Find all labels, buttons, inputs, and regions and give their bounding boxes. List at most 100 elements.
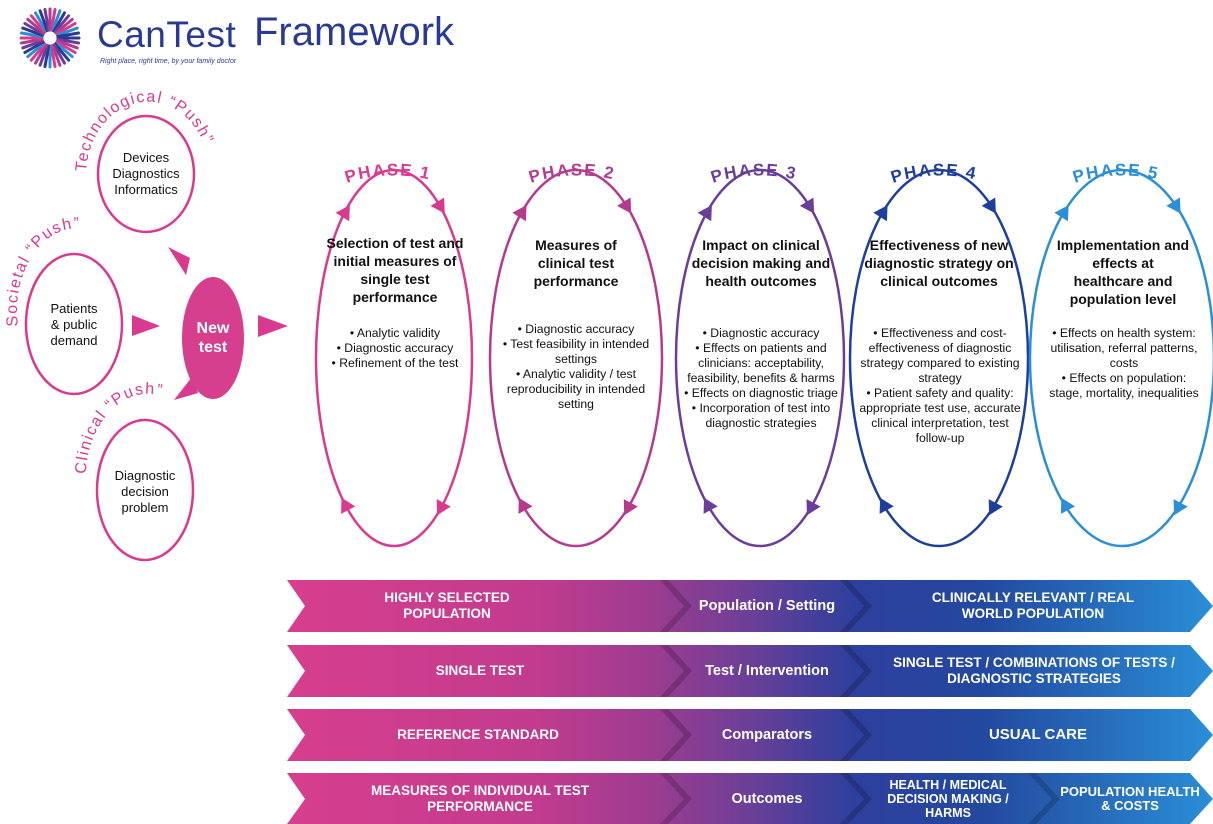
band-comparators: [287, 709, 1213, 761]
cycle-arrowhead-icon: [873, 205, 888, 222]
logo-ray: [26, 17, 46, 35]
phase-item: Incorporation of test into diagnostic st…: [682, 401, 840, 431]
phase-3-list: Diagnostic accuracy Effects on patients …: [682, 326, 840, 431]
phase-1-cycle: [314, 168, 474, 548]
logo-ray: [53, 14, 71, 34]
cycle-arrowhead-icon: [703, 497, 718, 514]
logo-ray: [26, 41, 46, 59]
phase-5-cycle: [1028, 168, 1213, 548]
phase-item: Diagnostic accuracy: [682, 326, 840, 341]
phase-item: Effects on diagnostic triage: [682, 386, 840, 401]
band-test: [287, 645, 1213, 697]
logo-ray: [21, 39, 44, 50]
logo-ray: [38, 44, 49, 67]
logo-ray: [56, 26, 79, 37]
band-outcomes-left: MEASURES OF INDIVIDUAL TEST PERFORMANCE: [370, 783, 590, 814]
logo-ray: [53, 42, 71, 62]
phase-item: Diagnostic accuracy: [318, 341, 472, 356]
phase-item: Test feasibility in intended settings: [500, 337, 652, 367]
logo-ray: [54, 17, 74, 35]
cycle-arrowhead-icon: [697, 205, 712, 222]
cycle-arrowhead-icon: [341, 497, 356, 514]
logo-ray: [55, 40, 77, 54]
push-item: Informatics: [114, 182, 178, 197]
phase-4-cycle: [848, 168, 1030, 548]
phase-5-label: PHASE 5: [1070, 160, 1160, 186]
logo-ray: [34, 11, 48, 33]
new-test-node: New test: [182, 277, 244, 399]
cycle-arrowhead-icon: [1173, 499, 1188, 516]
push-item: problem: [121, 500, 169, 515]
cycle-arrowhead-icon: [1060, 497, 1075, 514]
cycle-arrowhead-icon: [616, 197, 632, 214]
band-test-left: SINGLE TEST: [435, 663, 525, 678]
cycle-arrowhead-icon: [335, 205, 350, 222]
phase-item: Effectiveness and cost-effectiveness of …: [856, 326, 1024, 386]
logo-ray: [49, 44, 57, 69]
band-test-middle: Test / Intervention: [705, 663, 829, 679]
societal-push-circle: [24, 252, 124, 396]
phase-item: Refinement of the test: [318, 356, 472, 371]
technological-push-circle: [96, 114, 196, 234]
cycle-arrowhead-icon: [430, 197, 445, 214]
logo-ray: [56, 31, 81, 39]
cycle-arrowhead-icon: [1054, 205, 1069, 222]
phase-item: Effects on patients and clinicians: acce…: [682, 341, 840, 386]
band-population-left: HIGHLY SELECTED POPULATION: [384, 590, 510, 621]
cycle-arrowhead-icon: [988, 499, 1003, 516]
phase-item: Analytic validity / test reproducibility…: [500, 367, 652, 412]
logo-ray: [21, 26, 44, 37]
logo-ray: [56, 37, 81, 45]
band-outcomes-middle: Outcomes: [731, 791, 803, 807]
cycle-arrowhead-icon: [799, 197, 815, 214]
logo-ray: [23, 40, 45, 54]
phase-5-list: Effects on health system: utilisation, r…: [1044, 326, 1204, 401]
arrow-new-test-to-phases-icon: [258, 315, 288, 337]
phase-4-label: PHASE 4: [888, 160, 978, 186]
cycle-arrowhead-icon: [879, 497, 894, 514]
push-item: demand: [50, 333, 98, 348]
phase-item: Analytic validity: [318, 326, 472, 341]
push-item: Diagnostics: [112, 166, 180, 181]
new-test-label: New test: [196, 320, 230, 356]
clinical-push-items: Diagnostic decision problem: [97, 468, 193, 516]
clinical-push-circle: [95, 418, 195, 562]
band-outcomes: [287, 773, 1213, 824]
arrow-societal-to-new-test-icon: [132, 315, 160, 336]
logo-ray: [23, 22, 45, 36]
push-item: decision: [121, 484, 169, 499]
band-outcomes-right-b: POPULATION HEALTH & COSTS: [1060, 784, 1200, 813]
arrow-tech-to-new-test-icon: [168, 247, 190, 275]
logo-ray: [43, 44, 51, 69]
logo-ray: [34, 43, 48, 65]
phase-4-heading: Effectiveness of new diagnostic strategy…: [864, 237, 1014, 289]
push-item: Patients: [50, 301, 98, 316]
cycle-arrowhead-icon: [1166, 197, 1181, 214]
push-item: Devices: [122, 150, 170, 165]
push-item: & public: [50, 317, 98, 332]
cycle-arrowhead-icon: [518, 497, 533, 514]
phase-item: Patient safety and quality: appropriate …: [856, 386, 1024, 446]
cantest-logo-tagline: Right place, right time, by your family …: [100, 58, 237, 65]
band-outcomes-right-a: HEALTH / MEDICAL DECISION MAKING / HARMS: [887, 778, 1009, 820]
phase-item: Effects on population: stage, mortality,…: [1044, 371, 1204, 401]
logo-ray: [51, 44, 62, 67]
band-comparators-right: USUAL CARE: [988, 726, 1088, 743]
phase-item: Diagnostic accuracy: [500, 322, 652, 337]
societal-push-items: Patients & public demand: [26, 301, 122, 349]
logo-ray: [49, 7, 57, 32]
push-item: Diagnostic: [114, 468, 176, 483]
logo-ray: [29, 42, 47, 62]
logo-ray: [54, 41, 74, 59]
phase-2-heading: Measures of clinical test performance: [533, 237, 619, 289]
phase-1-heading: Selection of test and initial measures o…: [326, 235, 464, 305]
cantest-logo-icon: [19, 7, 81, 69]
phase-item: Effects on health system: utilisation, r…: [1044, 326, 1204, 371]
phase-2-label: PHASE 2: [526, 160, 616, 186]
logo-ray: [51, 9, 62, 32]
band-population-right: CLINICALLY RELEVANT / REAL WORLD POPULAT…: [931, 590, 1135, 621]
cycle-arrowhead-icon: [512, 205, 527, 222]
band-comparators-left: REFERENCE STANDARD: [397, 727, 559, 742]
